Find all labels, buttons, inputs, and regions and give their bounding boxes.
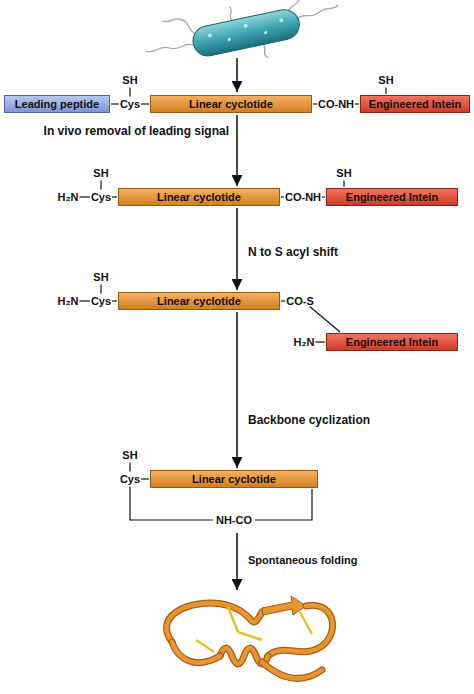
chemical-group: H₂N bbox=[58, 191, 79, 204]
ribbon-loop bbox=[268, 605, 333, 656]
chemical-group: Cys bbox=[120, 473, 140, 486]
bond-line bbox=[281, 300, 285, 301]
step-label: Spontaneous folding bbox=[248, 554, 357, 567]
bond-line bbox=[79, 300, 90, 301]
bond-line bbox=[100, 285, 101, 294]
box-text: Linear cyclotide bbox=[157, 294, 241, 308]
chemical-group: NH-CO bbox=[216, 514, 252, 527]
box-text: Leading peptide bbox=[15, 97, 99, 111]
beta-strand bbox=[262, 596, 306, 615]
flagellum bbox=[146, 41, 194, 55]
step-label: In vivo removal of leading signal bbox=[44, 124, 229, 138]
chemical-group: SH bbox=[122, 449, 137, 462]
cyclotide-box: Linear cyclotide bbox=[118, 292, 280, 310]
process-arrow bbox=[236, 115, 238, 186]
bacterium-body bbox=[190, 7, 302, 59]
chemical-group: H₂N bbox=[294, 336, 315, 349]
bond-line bbox=[79, 196, 90, 197]
chemical-group: SH bbox=[336, 167, 351, 180]
chemical-group: SH bbox=[378, 74, 393, 87]
ribbon-loop bbox=[167, 603, 262, 642]
box-text: Linear cyclotide bbox=[192, 472, 276, 486]
chemical-group: H₂N bbox=[58, 295, 79, 308]
box-text: Engineered Intein bbox=[346, 190, 438, 204]
bond-line bbox=[129, 88, 130, 97]
bacterium-spot bbox=[227, 38, 231, 42]
process-arrow bbox=[236, 208, 238, 290]
disulfide-bond bbox=[238, 632, 262, 640]
bond-line bbox=[385, 88, 386, 95]
bond-line bbox=[100, 181, 101, 190]
bond-line bbox=[281, 196, 284, 197]
disulfide-bond bbox=[196, 640, 214, 652]
step-label: N to S acyl shift bbox=[248, 245, 338, 259]
ribbon-loop bbox=[262, 662, 322, 678]
cyclotide-box: Linear cyclotide bbox=[150, 470, 318, 488]
step-label: Backbone cyclization bbox=[248, 413, 370, 427]
cyclotide-box: Linear cyclotide bbox=[150, 95, 312, 113]
chemical-group: CO-NH bbox=[285, 191, 321, 204]
cyclotide-box: Linear cyclotide bbox=[118, 188, 280, 206]
bond-line bbox=[112, 196, 117, 197]
folded-cyclotide bbox=[167, 596, 333, 678]
bacterium-spot bbox=[279, 18, 284, 23]
chemical-group: CO-S bbox=[286, 295, 314, 308]
bond-line bbox=[111, 103, 119, 104]
chemical-group: Cys bbox=[91, 191, 111, 204]
intein-box: Engineered Intein bbox=[326, 188, 458, 206]
disulfide-bond bbox=[300, 612, 312, 634]
ribbon-outline bbox=[262, 662, 322, 678]
intein-box: Engineered Intein bbox=[326, 333, 458, 351]
disulfide-bond bbox=[228, 607, 238, 632]
bond-line bbox=[343, 181, 344, 188]
flagellum bbox=[162, 15, 196, 41]
chemical-group: SH bbox=[93, 271, 108, 284]
flagellum bbox=[295, 5, 339, 19]
box-text: Linear cyclotide bbox=[189, 97, 273, 111]
bond-line bbox=[129, 463, 130, 472]
bacterium-spot bbox=[264, 31, 268, 35]
chemical-group: Cys bbox=[120, 98, 140, 111]
ribbon-outline bbox=[268, 605, 333, 656]
intein-box: Engineered Intein bbox=[360, 95, 470, 113]
bond-line bbox=[355, 103, 359, 104]
bond-line bbox=[315, 341, 325, 342]
leader-peptide-box: Leading peptide bbox=[4, 95, 110, 113]
bond-line bbox=[322, 196, 325, 197]
process-arrow bbox=[236, 58, 238, 92]
bond-line bbox=[130, 487, 213, 521]
bond-line bbox=[310, 307, 340, 333]
chemical-group: SH bbox=[93, 167, 108, 180]
bond-line bbox=[141, 103, 149, 104]
chemical-group: Cys bbox=[91, 295, 111, 308]
flagellum bbox=[228, 6, 233, 20]
box-text: Linear cyclotide bbox=[157, 190, 241, 204]
process-arrow bbox=[236, 312, 238, 468]
process-arrow bbox=[236, 533, 238, 590]
bacterium-spot bbox=[208, 33, 213, 38]
chemical-group: SH bbox=[122, 74, 137, 87]
bond-line bbox=[255, 489, 312, 520]
chemical-group: CO-NH bbox=[318, 98, 354, 111]
bond-line bbox=[141, 478, 149, 479]
bacterium bbox=[140, 0, 346, 82]
bacterium-spot bbox=[243, 23, 248, 28]
box-text: Engineered Intein bbox=[369, 97, 461, 111]
box-text: Engineered Intein bbox=[346, 335, 438, 349]
bond-line bbox=[112, 300, 117, 301]
ribbon-outline bbox=[167, 603, 262, 642]
bond-line bbox=[313, 103, 317, 104]
